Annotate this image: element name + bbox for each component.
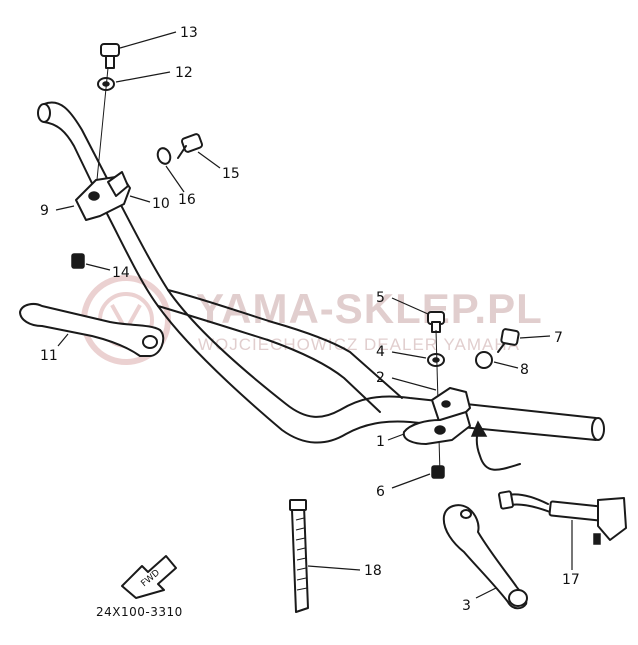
- watermark-subtitle: WOJCIECHOWICZ DEALER YAMAHA: [198, 335, 520, 354]
- nut-6: 6: [376, 465, 445, 500]
- label-8: 8: [520, 362, 529, 378]
- label-5: 5: [376, 290, 385, 306]
- band-18: 18: [289, 499, 382, 613]
- label-4: 4: [376, 344, 385, 360]
- bolt-13: 13: [100, 25, 198, 69]
- brake-lever-3: 3: [442, 504, 528, 614]
- upper-holder-9-10: 10 9: [40, 171, 170, 221]
- bolt-7: 7: [497, 328, 563, 353]
- label-10: 10: [152, 196, 170, 212]
- label-12: 12: [175, 65, 193, 81]
- label-2: 2: [376, 370, 385, 386]
- label-17: 17: [562, 572, 580, 588]
- fwd-arrow: FWD: [121, 555, 177, 599]
- label-16: 16: [178, 192, 196, 208]
- label-1: 1: [376, 434, 385, 450]
- label-9: 9: [40, 203, 49, 219]
- watermark: YAMA-SKLEP.PL WOJCIECHOWICZ DEALER YAMAH…: [81, 275, 543, 365]
- washer-4: 4: [376, 344, 445, 367]
- watermark-title: YAMA-SKLEP.PL: [196, 285, 543, 332]
- label-15: 15: [222, 166, 240, 182]
- clutch-lever-11: 11: [19, 303, 165, 364]
- label-7: 7: [554, 330, 563, 346]
- nut-14: 14: [71, 253, 130, 281]
- label-6: 6: [376, 484, 385, 500]
- label-13: 13: [180, 25, 198, 41]
- drawing-code: 24X100-3310: [96, 605, 183, 619]
- lever-holder-1: 1: [376, 411, 471, 450]
- label-14: 14: [112, 265, 130, 281]
- label-3: 3: [462, 598, 471, 614]
- label-11: 11: [40, 348, 58, 364]
- switch-17: 17: [498, 490, 627, 588]
- handlebar: [37, 101, 605, 444]
- label-18: 18: [364, 563, 382, 579]
- bolt-15: 15: [177, 133, 240, 182]
- collar-8: 8: [475, 351, 529, 378]
- washer-16: 16: [156, 147, 196, 208]
- assembly-arrow: [470, 420, 521, 471]
